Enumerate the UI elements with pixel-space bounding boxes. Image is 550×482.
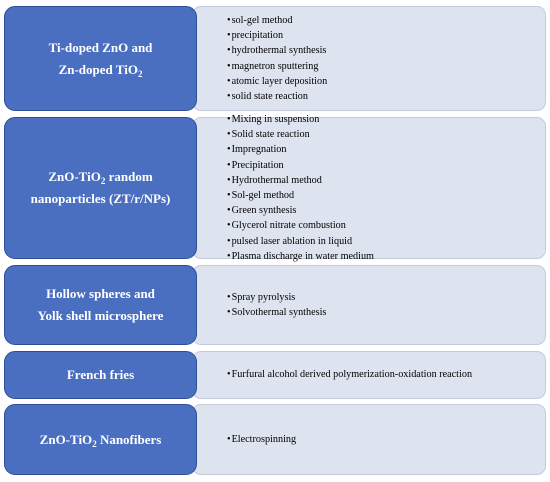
methods-box: Electrospinning [192,404,546,475]
row-french-fries: Furfural alcohol derived polymerization-… [0,351,550,399]
category-box: French fries [4,351,197,399]
method-item: Sol-gel method [227,188,374,203]
method-item: precipitation [227,28,327,43]
category-title: ZnO-TiO2 random nanoparticles (ZT/r/NPs) [31,166,171,210]
title-text: Yolk shell microsphere [37,308,164,323]
methods-list: Mixing in suspension Solid state reactio… [227,114,374,262]
category-box: ZnO-TiO2 random nanoparticles (ZT/r/NPs) [4,117,197,259]
category-box: Ti-doped ZnO and Zn-doped TiO2 [4,6,197,111]
category-box: Hollow spheres and Yolk shell microspher… [4,265,197,345]
title-text: Nanofibers [96,431,162,447]
methods-list: sol-gel method precipitation hydrotherma… [227,7,328,110]
method-item: atomic layer deposition [227,74,328,89]
row-hollow-spheres: Spray pyrolysis Solvothermal synthesis H… [0,265,550,345]
methods-list: Spray pyrolysis Solvothermal synthesis [227,266,327,344]
title-text: ZnO-TiO [39,431,93,447]
method-item: pulsed laser ablation in liquid [227,234,374,249]
category-title: French fries [67,364,134,386]
title-text: nanoparticles (ZT/r/NPs) [30,191,171,206]
methods-list: Electrospinning [227,405,297,474]
method-item: Electrospinning [227,432,297,447]
methods-box: Furfural alcohol derived polymerization-… [192,351,546,399]
method-item: Mixing in suspension [227,112,374,127]
methods-box: Spray pyrolysis Solvothermal synthesis [192,265,546,345]
method-item: Furfural alcohol derived polymerization-… [227,367,472,382]
title-text: ZnO-TiO [48,169,101,184]
method-item: Glycerol nitrate combustion [227,218,374,233]
title-text: Hollow spheres and [46,286,155,301]
title-text: Zn-doped TiO [58,61,138,77]
method-item: Plasma discharge in water medium [227,249,374,264]
methods-list: Furfural alcohol derived polymerization-… [227,352,472,398]
method-item: Spray pyrolysis [227,290,326,305]
row-nanofibers: Electrospinning ZnO-TiO2 Nanofibers [0,404,550,475]
category-title: Hollow spheres and Yolk shell microspher… [38,283,164,327]
title-text: random [105,169,153,184]
method-item: Solid state reaction [227,127,374,142]
category-title: ZnO-TiO2 Nanofibers [40,429,162,451]
method-item: Solvothermal synthesis [227,305,327,320]
title-subscript: 2 [100,176,106,186]
method-item: sol-gel method [227,13,327,28]
title-subscript: 2 [137,68,143,79]
title-subscript: 2 [92,438,97,449]
method-item: Hydrothermal method [227,173,374,188]
method-item: Impregnation [227,142,374,157]
method-item: magnetron sputtering [227,59,327,74]
row-random-nanoparticles: Mixing in suspension Solid state reactio… [0,114,550,262]
method-item: Green synthesis [227,203,374,218]
row-doped-oxides: sol-gel method precipitation hydrotherma… [0,6,550,111]
category-title: Ti-doped ZnO and Zn-doped TiO2 [49,37,153,81]
title-text: Ti-doped ZnO and [48,39,153,55]
method-item: hydrothermal synthesis [227,43,327,58]
title-text: French fries [66,367,135,382]
category-box: ZnO-TiO2 Nanofibers [4,404,197,475]
methods-box: sol-gel method precipitation hydrotherma… [192,6,546,111]
method-item: Precipitation [227,158,374,173]
methods-box: Mixing in suspension Solid state reactio… [192,114,546,262]
method-item: solid state reaction [227,89,327,104]
